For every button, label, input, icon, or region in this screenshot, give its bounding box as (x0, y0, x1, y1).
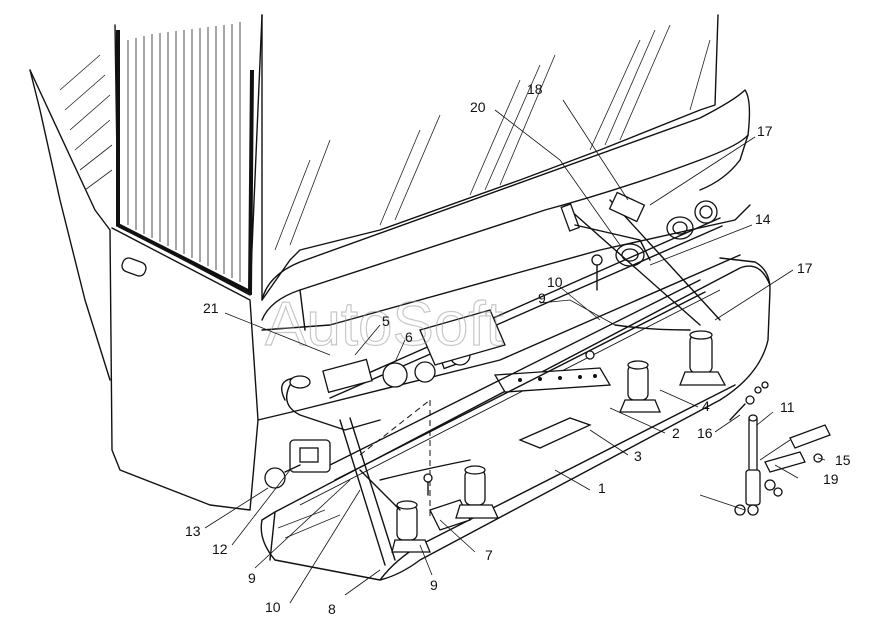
callout-18: 18 (527, 81, 543, 97)
callout-12: 12 (212, 541, 228, 557)
bolt-center (423, 473, 433, 496)
callout-9-upper: 9 (538, 290, 546, 306)
callout-9-bottom: 9 (430, 577, 438, 593)
callout-2: 2 (672, 425, 680, 441)
bolt-mid (585, 350, 595, 360)
cab-body (29, 14, 751, 511)
callout-19: 19 (823, 471, 839, 487)
callout-14: 14 (755, 211, 771, 227)
tilt-mechanism (264, 191, 727, 566)
windshield-hatching (274, 24, 711, 251)
bracket-plate (419, 309, 506, 366)
callout-13: 13 (185, 523, 201, 539)
callout-7: 7 (485, 547, 493, 563)
latch-bracket (322, 358, 373, 394)
callout-20: 20 (470, 99, 486, 115)
hydraulic-cylinder-center (455, 465, 500, 519)
door-glass-hatching (127, 22, 241, 282)
callout-10-left: 10 (265, 599, 281, 615)
callout-17-upper: 17 (757, 123, 773, 139)
step-plate (493, 367, 612, 393)
step-plate-holes (518, 374, 597, 382)
bolt-16 (729, 395, 755, 421)
callout-10-upper: 10 (547, 274, 563, 290)
callout-6: 6 (405, 329, 413, 345)
hydraulic-pump (264, 439, 331, 489)
watermark: AutoSoft (265, 290, 503, 359)
callout-1: 1 (598, 480, 606, 496)
hydraulic-cylinder-upper (679, 330, 727, 386)
callout-11: 11 (780, 399, 795, 415)
leader-lines (204, 99, 826, 604)
mount-bracket-lower (764, 451, 806, 473)
callout-9-left: 9 (248, 570, 256, 586)
gas-spring (745, 414, 761, 516)
hose-clamp (289, 375, 311, 389)
callout-3: 3 (634, 448, 642, 464)
callout-8: 8 (328, 601, 336, 617)
side-window-hatching (59, 54, 113, 191)
bumper-recess (518, 417, 592, 449)
callout-5: 5 (382, 313, 390, 329)
hydraulic-cylinder-right (619, 360, 661, 413)
bushing-2 (764, 479, 776, 491)
bushing (734, 504, 746, 516)
callout-16: 16 (697, 425, 713, 441)
callout-15: 15 (835, 452, 851, 468)
mount-bracket-upper (789, 424, 831, 449)
callout-21: 21 (203, 300, 219, 316)
exploded-parts (699, 381, 831, 516)
callout-labels: 1 2 3 4 5 6 7 8 9 9 9 10 10 11 12 13 14 … (185, 81, 851, 617)
callout-4: 4 (702, 398, 710, 414)
door-handle (121, 257, 147, 277)
callout-17-lower: 17 (797, 260, 813, 276)
bumper (260, 257, 771, 581)
hydraulic-cylinder-left (391, 500, 431, 553)
latch-upper (560, 191, 651, 291)
